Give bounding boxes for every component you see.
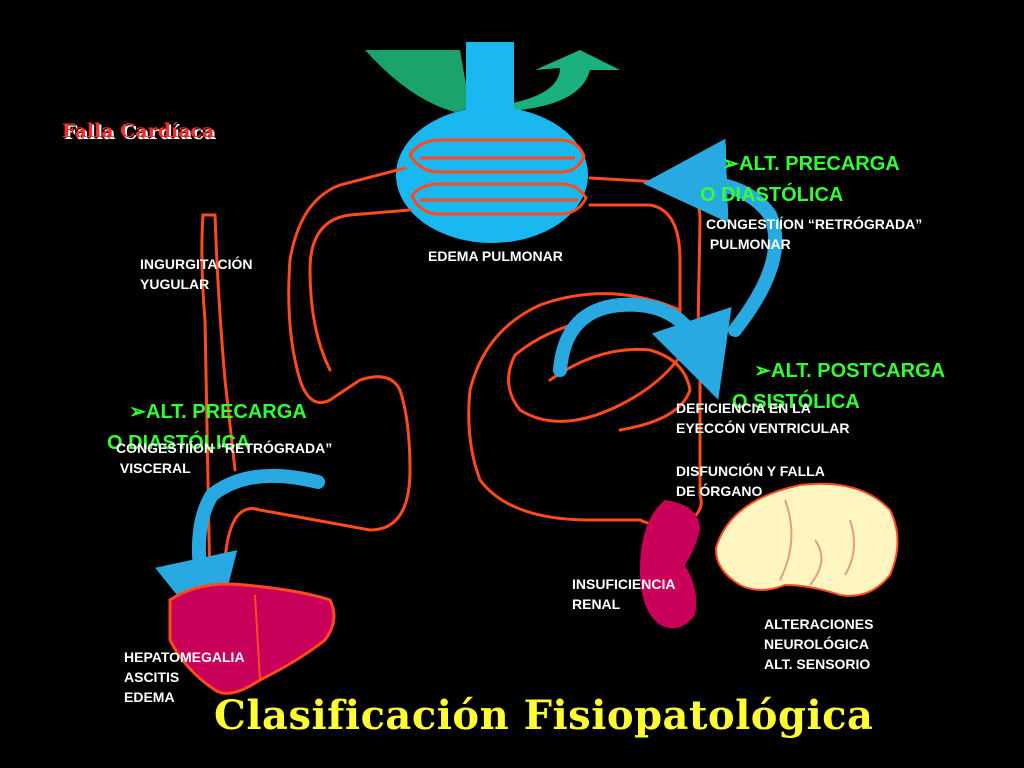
label-disfuncion: DISFUNCIÓN Y FALLA DE ÓRGANO (676, 463, 825, 499)
arrow-visceral-congestion (155, 468, 325, 642)
classification-precarga-right: ➢ALT. PRECARGA O DIASTÓLICA (700, 153, 900, 206)
classification-postcarga: ➢ALT. POSTCARGA O SISTÓLICA (732, 360, 946, 413)
brand-title: Falla Cardíaca (62, 120, 215, 142)
arrow-ejection (553, 297, 732, 400)
classification-precarga-left: ➢ALT. PRECARGA O DIASTÓLICA (107, 401, 307, 454)
label-congestion-visceral: CONGESTIÍON “RETRÓGRADA” VISCERAL (116, 440, 333, 476)
label-hepatomegalia: HEPATOMEGALIA ASCITIS EDEMA (124, 649, 245, 705)
label-ingurgitacion: INGURGITACIÓN YUGULAR (140, 256, 253, 292)
label-deficiencia: DEFICIENCIA EN LA EYECCÓN VENTRICULAR (676, 400, 850, 436)
inhale-arrow (365, 50, 470, 112)
label-congestion-pulmonar: CONGESTIÍON “RETRÓGRADA” PULMONAR (706, 216, 923, 252)
arrow-pulmonary-congestion (643, 138, 783, 337)
kidney (640, 500, 700, 629)
exhale-arrow (480, 50, 620, 112)
bullet-icon: ➢ (754, 360, 771, 382)
label-edema-pulmonar: EDEMA PULMONAR (428, 248, 563, 264)
slide-title: Clasificación Fisiopatológica (214, 692, 874, 739)
flow-arrows (155, 138, 783, 642)
label-insuficiencia: INSUFICIENCIA RENAL (572, 576, 676, 612)
liver (168, 582, 336, 695)
lungs (396, 107, 588, 243)
bullet-icon: ➢ (722, 153, 739, 175)
trachea-arrow (466, 42, 514, 112)
bullet-icon: ➢ (129, 401, 146, 423)
label-alteraciones: ALTERACIONES NEUROLÓGICA ALT. SENSORIO (764, 616, 874, 672)
vessels (200, 166, 703, 592)
airway-arrows (365, 42, 620, 112)
brain (714, 482, 899, 597)
